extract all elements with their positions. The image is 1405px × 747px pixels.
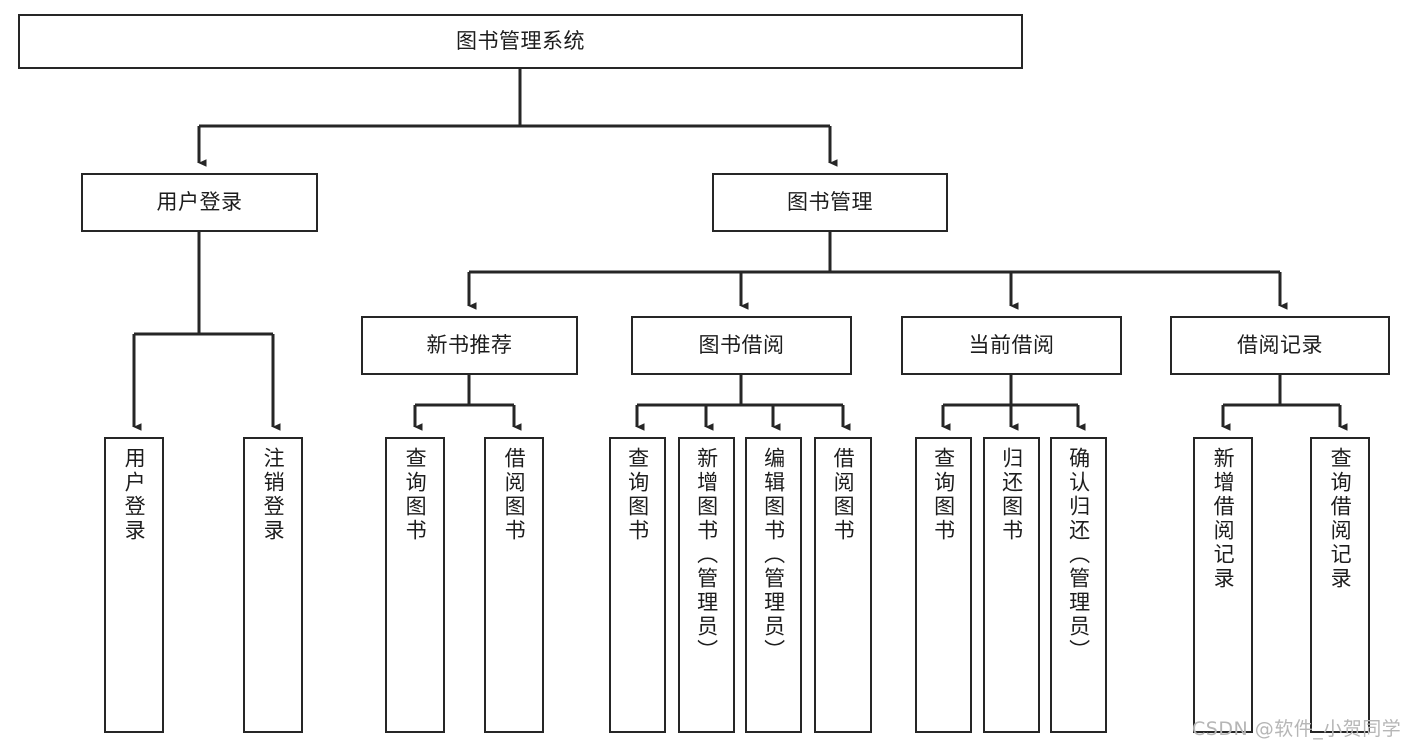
node-leaf-user-login-label: 用户登录 <box>122 447 147 543</box>
node-leaf-confirm-return[interactable]: 确认归还（管理员） <box>1050 437 1107 733</box>
node-current-borrow-label: 当前借阅 <box>968 333 1055 358</box>
node-leaf-query-book-rec[interactable]: 查询图书 <box>385 437 445 733</box>
node-leaf-return-book[interactable]: 归还图书 <box>983 437 1040 733</box>
node-leaf-borrow-book-rec[interactable]: 借阅图书 <box>484 437 544 733</box>
node-new-book-rec-label: 新书推荐 <box>426 333 513 358</box>
node-leaf-query-book-rec-label: 查询图书 <box>403 447 428 543</box>
node-borrow-record-label: 借阅记录 <box>1237 333 1323 358</box>
node-leaf-user-logout-label: 注销登录 <box>261 447 286 543</box>
node-leaf-add-record-label: 新增借阅记录 <box>1211 447 1236 591</box>
node-leaf-query-book-borrow-label: 查询图书 <box>625 447 650 543</box>
node-leaf-query-record[interactable]: 查询借阅记录 <box>1310 437 1370 733</box>
node-root-label: 图书管理系统 <box>456 29 585 54</box>
node-user-login-label: 用户登录 <box>156 190 243 215</box>
node-leaf-query-book-current-label: 查询图书 <box>931 447 956 543</box>
node-new-book-rec[interactable]: 新书推荐 <box>361 316 578 375</box>
node-book-borrow-label: 图书借阅 <box>698 333 785 358</box>
node-leaf-borrow-book-rec-label: 借阅图书 <box>502 447 527 543</box>
node-leaf-return-book-label: 归还图书 <box>999 447 1024 543</box>
node-leaf-user-login[interactable]: 用户登录 <box>104 437 164 733</box>
node-leaf-borrow-book[interactable]: 借阅图书 <box>814 437 872 733</box>
node-leaf-borrow-book-label: 借阅图书 <box>831 447 856 543</box>
node-leaf-add-book[interactable]: 新增图书（管理员） <box>678 437 735 733</box>
node-leaf-edit-book-label: 编辑图书（管理员） <box>761 447 786 663</box>
node-book-borrow[interactable]: 图书借阅 <box>631 316 852 375</box>
node-leaf-query-book-borrow[interactable]: 查询图书 <box>609 437 666 733</box>
node-leaf-query-record-label: 查询借阅记录 <box>1328 447 1353 591</box>
watermark-text: CSDN @软件_小贺同学 <box>1192 718 1402 740</box>
node-current-borrow[interactable]: 当前借阅 <box>901 316 1122 375</box>
node-leaf-query-book-current[interactable]: 查询图书 <box>915 437 972 733</box>
node-book-manage-label: 图书管理 <box>787 190 873 215</box>
node-leaf-add-book-label: 新增图书（管理员） <box>694 447 719 663</box>
node-root[interactable]: 图书管理系统 <box>18 14 1023 69</box>
node-leaf-edit-book[interactable]: 编辑图书（管理员） <box>745 437 802 733</box>
node-book-manage[interactable]: 图书管理 <box>712 173 948 232</box>
node-leaf-add-record[interactable]: 新增借阅记录 <box>1193 437 1253 733</box>
node-borrow-record[interactable]: 借阅记录 <box>1170 316 1390 375</box>
node-leaf-user-logout[interactable]: 注销登录 <box>243 437 303 733</box>
node-user-login[interactable]: 用户登录 <box>81 173 318 232</box>
node-leaf-confirm-return-label: 确认归还（管理员） <box>1066 447 1091 663</box>
